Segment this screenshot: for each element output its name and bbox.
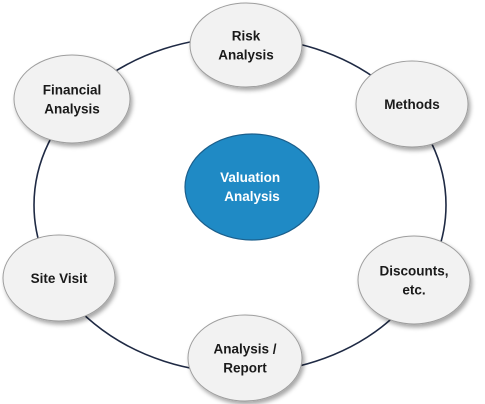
- node-label-discounts: Discounts, etc.: [379, 264, 448, 298]
- node-label-line-analysis-report-2: Report: [223, 361, 267, 376]
- node-ellipse-risk-analysis: [189, 2, 303, 88]
- node-discounts: Discounts, etc.: [357, 235, 471, 325]
- center-node-ellipse: [184, 133, 320, 241]
- node-site-visit: Site Visit: [2, 234, 116, 322]
- node-label-line-discounts-2: etc.: [402, 283, 425, 298]
- node-label-analysis-report: Analysis / Report: [213, 342, 276, 376]
- node-label-line-discounts-1: Discounts,: [379, 264, 448, 279]
- center-label-line-1: Valuation: [220, 170, 280, 185]
- center-label-line-2: Analysis: [224, 189, 280, 204]
- node-label-site-visit: Site Visit: [31, 271, 88, 286]
- node-ellipse-methods: [355, 60, 469, 148]
- node-methods: Methods: [355, 60, 469, 148]
- node-ellipse-analysis-report: [187, 314, 303, 402]
- node-ellipse-site-visit: [2, 234, 116, 322]
- node-label-line-site-visit-1: Site Visit: [31, 271, 88, 286]
- center-node-label: Valuation Analysis: [220, 170, 284, 204]
- node-ellipse-financial-analysis: [13, 54, 131, 144]
- node-label-methods: Methods: [384, 97, 440, 112]
- node-analysis-report: Analysis / Report: [187, 314, 303, 402]
- node-label-line-methods-1: Methods: [384, 97, 440, 112]
- node-label-line-financial-analysis-2: Analysis: [44, 102, 100, 117]
- node-ellipse-discounts: [357, 235, 471, 325]
- node-label-line-analysis-report-1: Analysis /: [213, 342, 276, 357]
- node-label-line-financial-analysis-1: Financial: [43, 83, 102, 98]
- node-label-line-risk-analysis-1: Risk: [232, 29, 261, 44]
- node-label-line-risk-analysis-2: Analysis: [218, 48, 274, 63]
- center-node-valuation-analysis: Valuation Analysis: [184, 133, 320, 241]
